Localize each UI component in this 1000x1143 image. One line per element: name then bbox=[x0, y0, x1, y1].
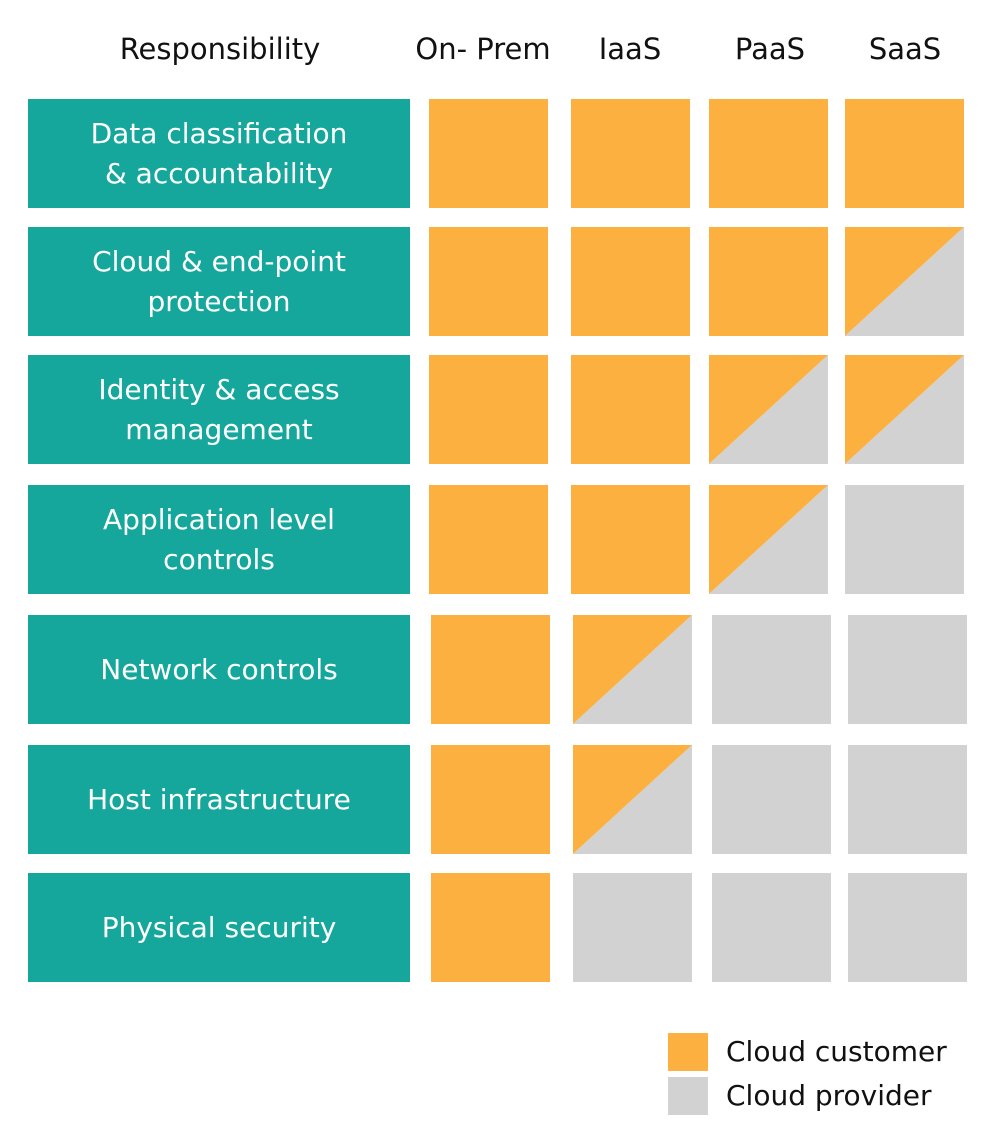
row-label-text: Host infrastructure bbox=[87, 782, 351, 816]
row-label-text: Application level controls bbox=[103, 502, 335, 576]
row-label-2: Cloud & end-point protection bbox=[28, 227, 410, 336]
cell-on-prem-customer bbox=[429, 227, 548, 336]
cell-paas-shared bbox=[709, 485, 828, 594]
cell-paas-shared bbox=[709, 355, 828, 464]
legend: Cloud customer Cloud provider bbox=[668, 1030, 988, 1120]
row-label-text: Network controls bbox=[100, 652, 338, 686]
cell-on-prem-customer bbox=[431, 745, 550, 854]
row-label-text: Data classification & accountability bbox=[90, 116, 348, 190]
row-label-5: Network controls bbox=[28, 615, 410, 724]
row-label-text: Cloud & end-point protection bbox=[92, 244, 346, 318]
legend-swatch-provider bbox=[668, 1077, 708, 1115]
row-label-1: Data classification & accountability bbox=[28, 99, 410, 208]
cell-on-prem-customer bbox=[431, 873, 550, 982]
row-label-3: Identity & access management bbox=[28, 355, 410, 464]
column-header-paas: PaaS bbox=[734, 32, 806, 66]
responsibility-header: Responsibility bbox=[119, 32, 321, 66]
row-label-4: Application level controls bbox=[28, 485, 410, 594]
row-label-7: Physical security bbox=[28, 873, 410, 982]
cell-iaas-customer bbox=[571, 355, 690, 464]
legend-label-provider: Cloud provider bbox=[726, 1079, 932, 1112]
cell-paas-provider bbox=[712, 615, 831, 724]
cell-saas-provider bbox=[848, 745, 967, 854]
cell-iaas-customer bbox=[571, 99, 690, 208]
column-header-on-prem: On- Prem bbox=[415, 32, 551, 66]
cell-saas-customer bbox=[845, 99, 964, 208]
cell-on-prem-customer bbox=[429, 485, 548, 594]
cell-saas-provider bbox=[845, 485, 964, 594]
cell-on-prem-customer bbox=[429, 99, 548, 208]
row-label-6: Host infrastructure bbox=[28, 745, 410, 854]
legend-item-provider: Cloud provider bbox=[668, 1074, 988, 1115]
column-header-iaas: IaaS bbox=[598, 32, 662, 66]
cell-saas-shared bbox=[845, 355, 964, 464]
cell-paas-provider bbox=[712, 745, 831, 854]
cell-paas-customer bbox=[709, 99, 828, 208]
cell-on-prem-customer bbox=[429, 355, 548, 464]
cell-iaas-provider bbox=[573, 873, 692, 982]
legend-swatch-customer bbox=[668, 1033, 708, 1071]
cell-iaas-shared bbox=[573, 745, 692, 854]
cell-saas-provider bbox=[848, 873, 967, 982]
cell-iaas-customer bbox=[571, 227, 690, 336]
row-label-text: Identity & access management bbox=[98, 372, 340, 446]
legend-item-customer: Cloud customer bbox=[668, 1030, 988, 1071]
cell-on-prem-customer bbox=[431, 615, 550, 724]
legend-label-customer: Cloud customer bbox=[726, 1035, 947, 1068]
cell-paas-provider bbox=[712, 873, 831, 982]
cell-saas-provider bbox=[848, 615, 967, 724]
cell-saas-shared bbox=[845, 227, 964, 336]
cell-paas-customer bbox=[709, 227, 828, 336]
cell-iaas-customer bbox=[571, 485, 690, 594]
row-label-text: Physical security bbox=[101, 910, 337, 944]
column-header-saas: SaaS bbox=[868, 32, 942, 66]
cell-iaas-shared bbox=[573, 615, 692, 724]
